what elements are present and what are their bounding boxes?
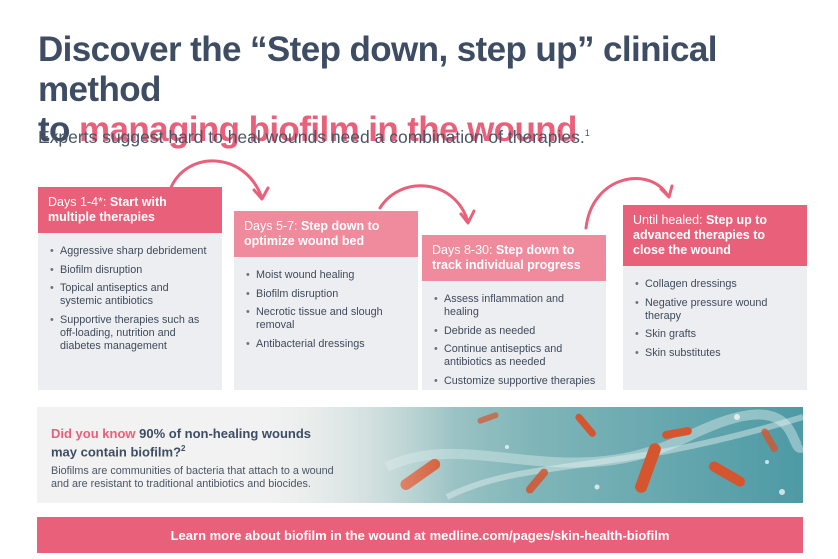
page-title: Discover the “Step down, step up” clinic…	[38, 30, 828, 150]
footer-cta[interactable]: Learn more about biofilm in the wound at…	[37, 517, 803, 553]
step-card-4-title: Step up to advanced therapies to close t…	[633, 213, 768, 257]
step-card-3-title: Step down to track individual progress	[432, 243, 581, 272]
step-card-1-prefix: Days 1-4*:	[48, 195, 110, 209]
title-line-2-prefix: to	[38, 110, 79, 149]
biofilm-description: Biofilms are communities of bacteria tha…	[51, 465, 334, 490]
arrow-3-head-icon	[659, 184, 674, 199]
step-card-3: Days 8-30: Step down to track individual…	[422, 235, 606, 390]
step-card-4-header: Until healed: Step up to advanced therap…	[623, 205, 807, 266]
list-item: Topical antiseptics and systemic antibio…	[50, 282, 212, 308]
footer-text: Learn more about biofilm in the wound at	[170, 527, 426, 543]
step-card-4-list: Collagen dressings Negative pressure wou…	[623, 266, 807, 373]
list-item: Antibacterial dressings	[246, 338, 408, 351]
list-item: Skin grafts	[635, 328, 797, 341]
step-card-3-header: Days 8-30: Step down to track individual…	[422, 235, 606, 281]
list-item: Assess inflammation and healing	[434, 293, 596, 319]
footer-link[interactable]: medline.com/pages/skin-health-biofilm	[429, 527, 670, 543]
did-you-know-heading: Did you know 90% of non-healing wounds m…	[51, 426, 331, 459]
subtitle-text: Experts suggest hard to heal wounds need…	[38, 127, 585, 147]
title-line-2: to managing biofilm in the wound	[38, 110, 828, 150]
arrow-3-icon	[584, 177, 670, 230]
title-accent: managing biofilm in the wound	[78, 110, 577, 149]
arrow-2-icon	[378, 184, 470, 224]
subtitle-ref: 1	[584, 128, 590, 139]
list-item: Supportive therapies such as off-loading…	[50, 314, 212, 353]
list-item: Customize supportive therapies	[434, 375, 596, 388]
list-item: Moist wound healing	[246, 269, 408, 282]
biofilm-banner: Did you know 90% of non-healing wounds m…	[37, 407, 803, 503]
did-you-know-stat: 90% of non-healing wounds may contain bi…	[51, 426, 312, 460]
list-item: Necrotic tissue and slough removal	[246, 306, 408, 332]
list-item: Aggressive sharp debridement	[50, 245, 212, 258]
step-card-3-list: Assess inflammation and healing Debride …	[422, 281, 606, 401]
step-arrows	[168, 159, 674, 230]
list-item: Skin substitutes	[635, 347, 797, 360]
list-item: Debride as needed	[434, 325, 596, 338]
subtitle: Experts suggest hard to heal wounds need…	[38, 127, 590, 148]
list-item: Continue antiseptics and antibiotics as …	[434, 343, 596, 369]
list-item: Biofilm disruption	[50, 264, 212, 277]
list-item: Collagen dressings	[635, 278, 797, 291]
step-card-1-title: Start with multiple therapies	[48, 195, 167, 224]
step-card-2: Days 5-7: Step down to optimize wound be…	[234, 211, 418, 390]
step-card-2-prefix: Days 5-7:	[244, 219, 301, 233]
step-card-4: Until healed: Step up to advanced therap…	[623, 205, 807, 390]
step-card-1-list: Aggressive sharp debridement Biofilm dis…	[38, 233, 222, 366]
step-card-1-header: Days 1-4*: Start with multiple therapies	[38, 187, 222, 233]
step-card-4-prefix: Until healed:	[633, 213, 706, 227]
banner-fade	[37, 407, 457, 503]
step-card-2-header: Days 5-7: Step down to optimize wound be…	[234, 211, 418, 257]
did-you-know-prefix: Did you know	[51, 426, 140, 441]
step-card-1: Days 1-4*: Start with multiple therapies…	[38, 187, 222, 390]
arrow-1-head-icon	[252, 186, 270, 201]
step-card-2-title: Step down to optimize wound bed	[244, 219, 380, 248]
list-item: Biofilm disruption	[246, 288, 408, 301]
title-line-1: Discover the “Step down, step up” clinic…	[38, 30, 717, 109]
did-you-know-ref: 2	[181, 444, 186, 453]
step-card-3-prefix: Days 8-30:	[432, 243, 496, 257]
list-item: Negative pressure wound therapy	[635, 297, 797, 323]
arrow-1-icon	[168, 159, 264, 200]
arrow-2-head-icon	[459, 209, 476, 225]
step-card-2-list: Moist wound healing Biofilm disruption N…	[234, 257, 418, 364]
